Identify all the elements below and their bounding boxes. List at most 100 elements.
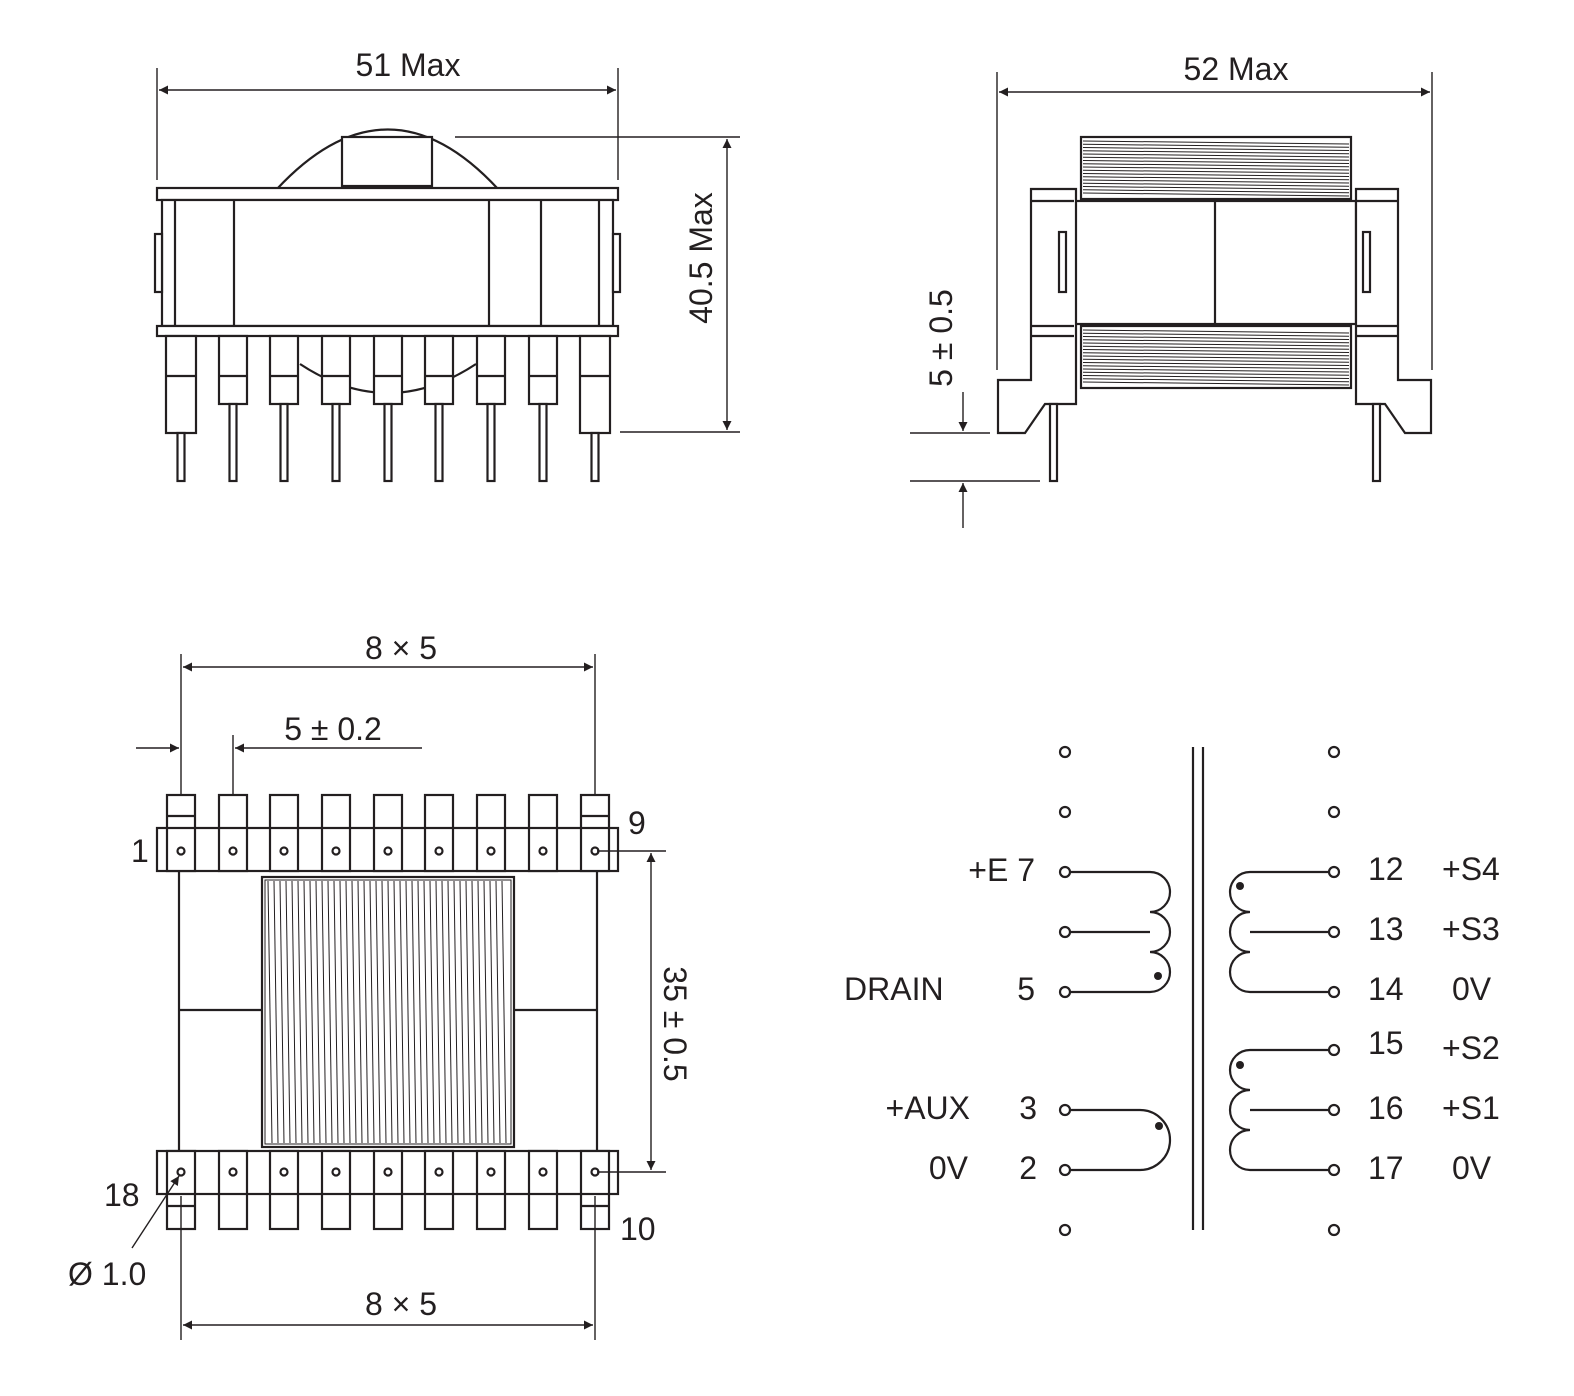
pin-hole — [538, 1167, 548, 1177]
winding-wire — [1082, 358, 1350, 363]
front-pin-body — [423, 334, 455, 406]
side-pin-left — [1048, 402, 1059, 483]
secondary-winding-lower — [1228, 1048, 1251, 1172]
secondary-pin-16: 16 — [1368, 1090, 1404, 1126]
pin-hole — [176, 1167, 186, 1177]
winding-wire — [345, 880, 351, 1144]
hole-label: Ø 1.0 — [68, 1256, 146, 1292]
side-bracket-left — [996, 187, 1078, 435]
winding-wire — [471, 880, 477, 1144]
winding-wire — [375, 880, 381, 1144]
pin-label-10: 10 — [620, 1211, 656, 1247]
front-pin-lead — [486, 402, 496, 483]
pin-hole — [486, 846, 496, 856]
front-width-label: 51 Max — [356, 47, 461, 83]
winding-wire — [1082, 349, 1350, 353]
winding-wire — [1082, 192, 1350, 197]
bottom-view: 8 × 5 5 ± 0.2 1 9 10 18 35 ± 0.5 Ø — [68, 630, 693, 1340]
front-pin-lead — [279, 402, 289, 483]
pin-label-18: 18 — [104, 1177, 140, 1213]
pin-hole — [434, 846, 444, 856]
secondary-pin-13: 13 — [1368, 911, 1404, 947]
front-pin-body — [217, 334, 249, 406]
winding-wire — [1082, 339, 1350, 344]
winding-wire — [297, 880, 303, 1144]
bobbin-body — [160, 198, 615, 328]
secondary-pin-15: 15 — [1368, 1025, 1404, 1061]
winding-wire — [393, 880, 399, 1144]
bottom-winding — [260, 875, 516, 1149]
secondary-name-s1: +S1 — [1442, 1090, 1500, 1126]
terminal-unused — [1327, 745, 1341, 759]
pin-hole — [486, 1167, 496, 1177]
terminal-unused — [1327, 805, 1341, 819]
winding-wire — [1082, 160, 1350, 164]
pin-hole — [279, 1167, 289, 1177]
terminal-pin-2 — [1058, 1163, 1072, 1177]
secondary-name-s2: +S2 — [1442, 1030, 1500, 1066]
winding-wire — [477, 880, 483, 1144]
front-pin-body — [164, 334, 198, 435]
terminal-unused — [1327, 1223, 1341, 1237]
primary-winding — [1149, 870, 1172, 994]
pin-hole — [434, 1167, 444, 1177]
winding-wire — [1082, 186, 1350, 190]
front-pin-body — [527, 334, 559, 406]
secondary-name-0v-b: 0V — [1452, 1150, 1492, 1186]
winding-wire — [1082, 173, 1350, 177]
winding-wire — [1082, 140, 1350, 145]
schematic: +E 7 DRAIN 5 +AUX 3 0V 2 12 +S4 13 +S3 1… — [844, 745, 1500, 1237]
pin-hole — [538, 846, 548, 856]
row-spacing-label: 35 ± 0.5 — [657, 966, 693, 1081]
winding-wire — [1082, 375, 1350, 379]
terminal-pin-7 — [1058, 865, 1072, 879]
winding-wire — [1082, 143, 1350, 148]
winding-wire — [279, 880, 285, 1144]
winding-wire — [321, 880, 327, 1144]
winding-wire — [1082, 362, 1350, 366]
winding-wire — [339, 880, 345, 1144]
winding-wire — [1082, 153, 1350, 158]
side-clip-right — [611, 232, 622, 294]
core-top — [340, 135, 434, 188]
side-bracket-right — [1354, 187, 1433, 435]
winding-wire — [1082, 176, 1350, 181]
polarity-dot — [1155, 1122, 1163, 1130]
side-width-label: 52 Max — [1184, 51, 1289, 87]
polarity-dot — [1154, 972, 1162, 980]
standoff-label: 5 ± 0.5 — [923, 289, 959, 387]
winding-wire — [333, 880, 339, 1144]
pin-hole — [331, 846, 341, 856]
terminal-tap — [1058, 925, 1072, 939]
winding-wire — [1082, 169, 1350, 174]
winding-inner-border — [264, 879, 512, 1145]
polarity-dot — [1236, 1061, 1244, 1069]
pin-hole — [228, 1167, 238, 1177]
winding-wire — [1082, 179, 1350, 184]
terminal-pin-12 — [1327, 865, 1341, 879]
side-pin-right — [1371, 402, 1382, 483]
pin-hole — [228, 846, 238, 856]
winding-wire — [1082, 365, 1350, 370]
terminal-pin-17 — [1327, 1163, 1341, 1177]
winding-wire — [429, 880, 435, 1144]
winding-wire — [1082, 345, 1350, 350]
winding-wire — [387, 880, 393, 1144]
primary-pin-5: 5 — [1017, 971, 1035, 1007]
terminal-pin-3 — [1058, 1103, 1072, 1117]
terminal-unused — [1058, 805, 1072, 819]
winding-wire — [411, 880, 417, 1144]
winding-wire — [441, 880, 447, 1144]
winding-wire — [1082, 371, 1350, 376]
winding-wire — [435, 880, 441, 1144]
terminal-unused — [1058, 745, 1072, 759]
winding-wire — [381, 880, 387, 1144]
winding-wire — [447, 880, 453, 1144]
front-pin-body — [320, 334, 352, 406]
winding-wire — [327, 880, 333, 1144]
pin-spacing-label: 5 ± 0.2 — [284, 711, 382, 747]
winding-wire — [1082, 329, 1350, 334]
winding-wire — [291, 880, 297, 1144]
winding-wire — [1082, 166, 1350, 171]
secondary-name-s3: +S3 — [1442, 911, 1500, 947]
